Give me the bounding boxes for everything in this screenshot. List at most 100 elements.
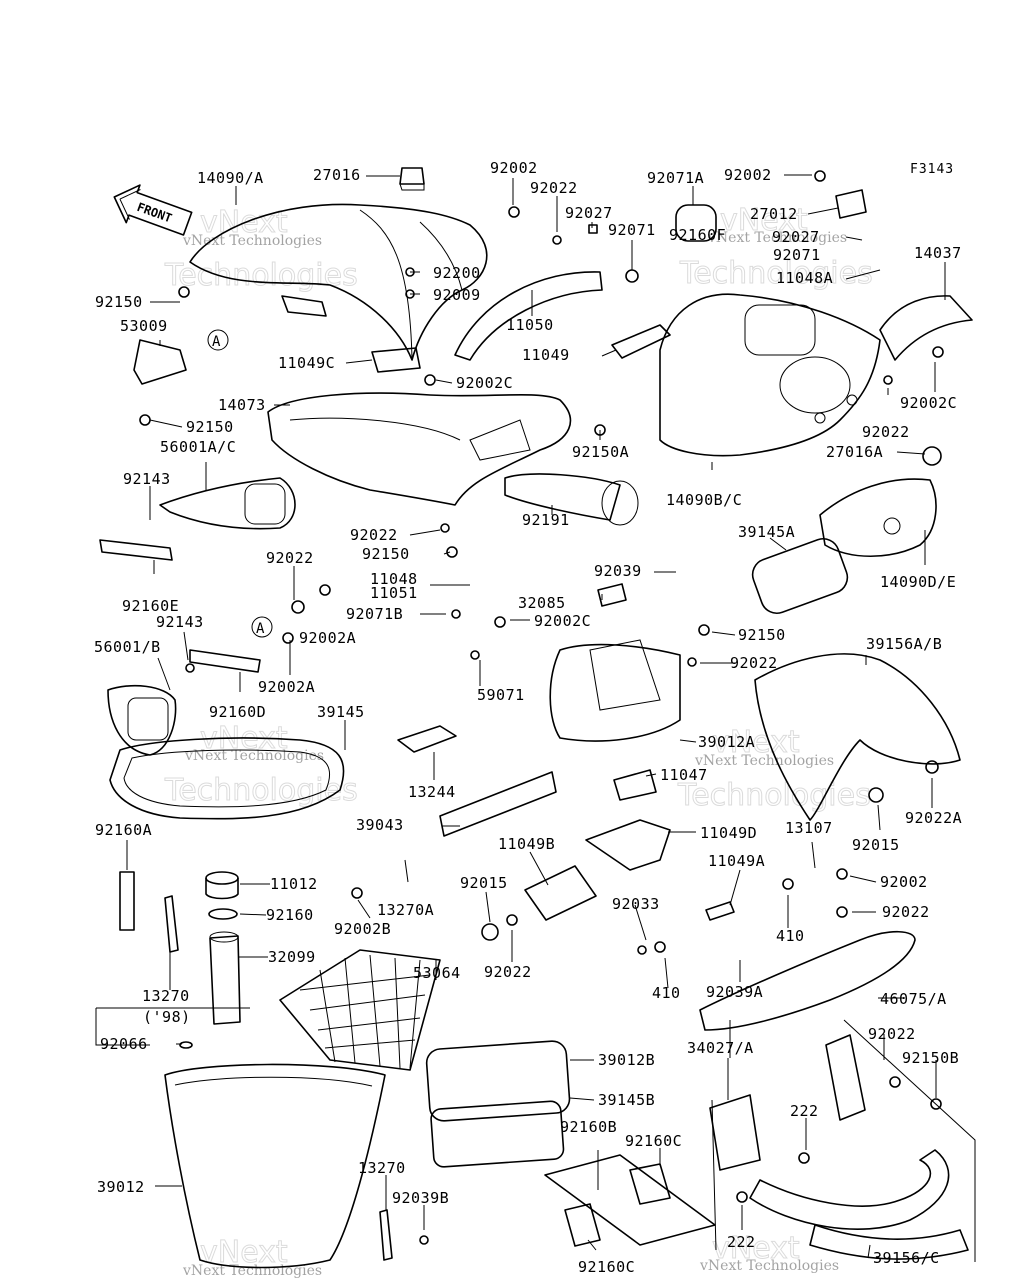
part-label: 92022 bbox=[266, 549, 314, 567]
part-label: 222 bbox=[790, 1102, 819, 1120]
part-label: 39156A/B bbox=[866, 635, 942, 653]
part-label: 410 bbox=[776, 927, 805, 945]
part-label: 92022 bbox=[484, 963, 532, 981]
bracket-part bbox=[133, 339, 187, 385]
part-label: 11050 bbox=[506, 316, 554, 334]
part-label: 39145B bbox=[598, 1091, 655, 1109]
part-label: 92191 bbox=[522, 511, 570, 529]
leader-lines bbox=[95, 174, 976, 1262]
part-label: 46075/A bbox=[880, 990, 947, 1008]
part-label: 92039A bbox=[706, 983, 763, 1001]
fastener-group bbox=[139, 170, 944, 1245]
part-label: 92033 bbox=[612, 895, 660, 913]
part-label: 11048 bbox=[370, 570, 418, 588]
part-label: 14090D/E bbox=[880, 573, 956, 591]
part-label: 92160C bbox=[578, 1258, 635, 1276]
part-label: 92015 bbox=[852, 836, 900, 854]
part-label: 39145A bbox=[738, 523, 795, 541]
part-label: 39012 bbox=[97, 1178, 145, 1196]
part-label: 39012B bbox=[598, 1051, 655, 1069]
part-label: 92002A bbox=[299, 629, 356, 647]
part-label: 92027 bbox=[772, 228, 820, 246]
bracket-part bbox=[397, 725, 457, 753]
bracket-part bbox=[709, 1094, 761, 1171]
part-label: 92160 bbox=[266, 906, 314, 924]
part-label: 92022 bbox=[530, 179, 578, 197]
strip-part bbox=[189, 649, 261, 673]
part-label: 11047 bbox=[660, 766, 708, 784]
part-label: 92066 bbox=[100, 1035, 148, 1053]
watermark-outline: Technologies bbox=[164, 773, 358, 808]
ring-part bbox=[675, 204, 717, 242]
panel-part bbox=[754, 653, 961, 821]
part-label: 92022 bbox=[862, 423, 910, 441]
watermark-text: vNext Technologies bbox=[184, 748, 324, 764]
part-label: 92150 bbox=[362, 545, 410, 563]
part-label: 14073 bbox=[218, 396, 266, 414]
part-label: 59071 bbox=[477, 686, 525, 704]
tube-part bbox=[209, 931, 241, 1025]
seal-part bbox=[751, 538, 849, 614]
cap-part bbox=[922, 446, 942, 466]
watermark-outline: vNext bbox=[720, 203, 808, 238]
watermark-text: vNext Technologies bbox=[707, 230, 847, 246]
part-labels: 14090/A 27016 92002 92022 92027 92071A 9… bbox=[94, 159, 962, 1276]
part-label: 92039B bbox=[392, 1189, 449, 1207]
part-label: 92015 bbox=[460, 874, 508, 892]
gasket-part bbox=[208, 908, 238, 920]
tray-part bbox=[267, 392, 572, 506]
part-label: 27012 bbox=[750, 205, 798, 223]
front-arrow-icon: FRONT bbox=[113, 184, 193, 236]
part-label: 92160E bbox=[122, 597, 179, 615]
part-label: 92039 bbox=[594, 562, 642, 580]
watermark-outline: vNext bbox=[712, 1231, 800, 1266]
part-label: 11049B bbox=[498, 835, 555, 853]
strip-part bbox=[629, 1163, 671, 1205]
watermark-outline: Technologies bbox=[677, 778, 871, 813]
watermark-outline: Technologies bbox=[679, 256, 873, 291]
part-label: 39012A bbox=[698, 733, 755, 751]
watermark-outline: vNext bbox=[712, 725, 800, 760]
part-label: ('98) bbox=[143, 1008, 191, 1026]
cap-part bbox=[205, 871, 239, 900]
part-label: 92143 bbox=[156, 613, 204, 631]
cap-part bbox=[179, 1041, 193, 1049]
part-label: 92022 bbox=[882, 903, 930, 921]
tub-part bbox=[549, 639, 681, 742]
part-label: 92009 bbox=[433, 286, 481, 304]
bracket-part bbox=[613, 769, 657, 801]
part-label: 92160C bbox=[625, 1132, 682, 1150]
watermark-group: vNext Technologies vNext Technologies vN… bbox=[164, 203, 874, 1280]
part-label: 410 bbox=[652, 984, 681, 1002]
strip-part bbox=[99, 539, 173, 561]
seal-part bbox=[109, 737, 345, 820]
part-label: 13107 bbox=[785, 819, 833, 837]
diagram-code: F3143 bbox=[910, 162, 954, 177]
part-label: 14037 bbox=[914, 244, 962, 262]
part-label: 27016A bbox=[826, 443, 883, 461]
hose-part bbox=[504, 473, 639, 526]
callout-a-label: A bbox=[212, 334, 221, 350]
bracket-part bbox=[585, 819, 671, 871]
part-label: 92002 bbox=[880, 873, 928, 891]
part-label: 92150 bbox=[186, 418, 234, 436]
part-label: 92022 bbox=[868, 1025, 916, 1043]
part-label: 92022A bbox=[905, 809, 962, 827]
bracket-part bbox=[524, 865, 597, 921]
part-label: 11048A bbox=[776, 269, 833, 287]
part-label: 13270A bbox=[377, 901, 434, 919]
part-label: 92160A bbox=[95, 821, 152, 839]
cover-part bbox=[819, 478, 937, 557]
part-label: 92002A bbox=[258, 678, 315, 696]
net-part bbox=[279, 949, 441, 1071]
box-part bbox=[425, 1040, 571, 1168]
part-label: 92150B bbox=[902, 1049, 959, 1067]
part-label: 11049 bbox=[522, 346, 570, 364]
part-label: 92002C bbox=[900, 394, 957, 412]
watermark-text: vNext Technologies bbox=[699, 1258, 839, 1274]
part-label: 92027 bbox=[565, 204, 613, 222]
hood-front-part bbox=[189, 203, 488, 361]
part-label: 34027/A bbox=[687, 1039, 754, 1057]
